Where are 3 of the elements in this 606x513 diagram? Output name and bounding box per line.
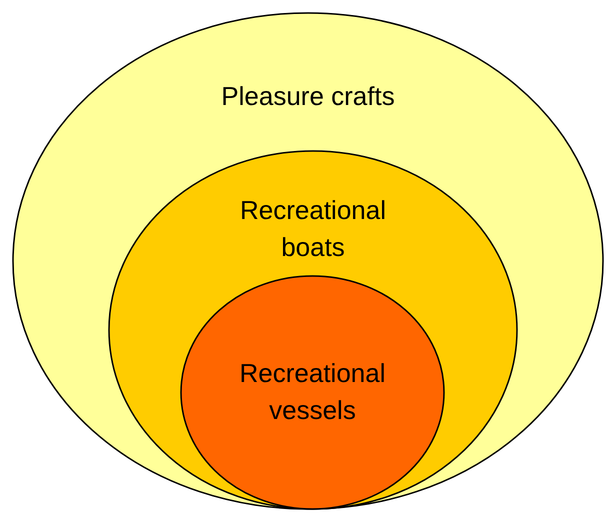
region-label: Recreational vessels: [238, 357, 386, 427]
region-label: Recreational boats: [239, 194, 387, 264]
region-label: Pleasure crafts: [220, 80, 396, 113]
